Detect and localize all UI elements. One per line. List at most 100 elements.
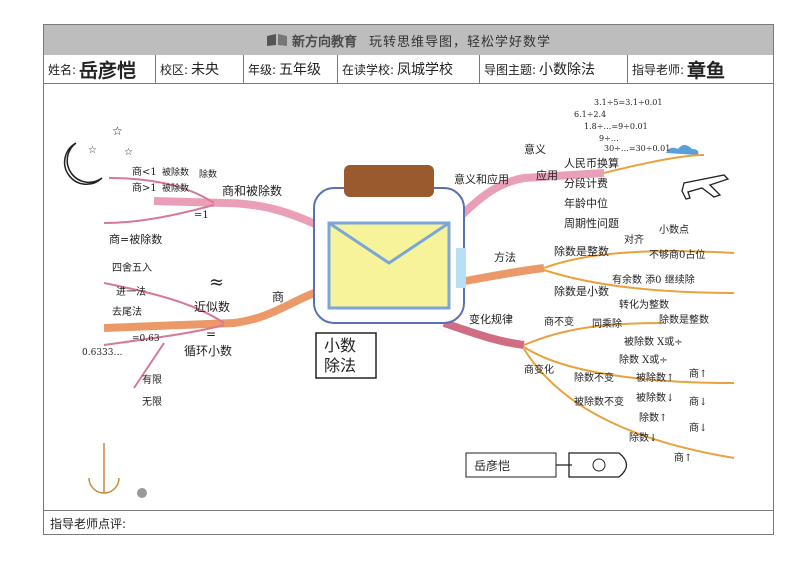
teacher-value: 章鱼 — [687, 59, 726, 82]
sub-branches-right — [523, 154, 735, 459]
brand-name: 新方向教育 — [291, 33, 357, 49]
teacher-comment-label: 指导老师点评: — [50, 517, 127, 531]
header-banner: 新方向教育 玩转思维导图，轻松学好数学 — [44, 25, 773, 55]
method-to-integer: 转化为整数 — [619, 298, 669, 311]
campus-label: 校区: — [160, 62, 189, 77]
topic-cell: 导图主题: 小数除法 — [480, 55, 628, 83]
sub-dividend-1: 被除数 — [162, 166, 189, 178]
school-value: 凤城学校 — [397, 62, 454, 78]
example-eq: =0.63 — [132, 334, 160, 344]
rule-quotient-down-1: 商↓ — [689, 395, 707, 408]
rule-quotient-up-1: 商↑ — [689, 367, 707, 380]
name-label: 姓名: — [48, 62, 77, 77]
method-integer-result: 除数是整数 — [659, 313, 709, 326]
branch-quotient-dividend: 商和被除数 — [222, 183, 282, 198]
compass-icon — [88, 443, 120, 494]
topic-value: 小数除法 — [539, 62, 596, 78]
brand-logo: 新方向教育 — [266, 31, 357, 50]
formula-3: 1.8÷…=9÷0.01 — [584, 122, 648, 131]
item-infinite: 无限 — [142, 396, 162, 408]
branch-meaning-application: 意义和应用 — [454, 172, 509, 186]
item-round: 四舍五入 — [112, 261, 152, 274]
sub-branches-left — [103, 177, 225, 389]
app-periodic: 周期性问题 — [564, 216, 619, 230]
star-icon: ☆ — [112, 124, 123, 138]
airplane-icon — [681, 174, 730, 200]
formula-1: 3.1÷5=3.1÷0.01 — [594, 98, 662, 107]
grade-label: 年级: — [248, 62, 277, 77]
method-zero-placeholder: 不够商0占位 — [649, 248, 705, 261]
method-integer-divisor: 除数是整数 — [554, 244, 609, 258]
branch-cyclic: 循环小数 — [184, 343, 232, 358]
rule-divisor-op: 除数 X或÷ — [619, 353, 668, 366]
app-age: 年龄中位 — [564, 196, 608, 210]
rule-dividend-up: 被除数↑ — [636, 371, 674, 384]
formula-2: 6.1÷2.4 — [574, 110, 606, 119]
rule-same-op: 同乘除 — [592, 317, 622, 330]
formula-4: 9÷… — [599, 134, 619, 143]
school-label: 在读学校: — [342, 62, 395, 77]
rule-divisor-same: 除数不变 — [574, 371, 614, 384]
formula-5: 30÷…=30÷0.01 — [604, 144, 670, 153]
rule-dividend-down: 被除数↓ — [636, 391, 674, 404]
header-slogan: 玩转思维导图，轻松学好数学 — [369, 34, 552, 50]
center-topic-box — [315, 332, 377, 379]
branch-approx-num: 近似数 — [194, 299, 230, 314]
rule-quotient-change: 商变化 — [524, 363, 554, 376]
rule-dividend-same: 被除数不变 — [574, 395, 624, 408]
school-cell: 在读学校: 凤城学校 — [338, 55, 480, 83]
rocket-icon — [556, 452, 628, 478]
branch-ribbon-left-top — [153, 197, 336, 237]
ball-icon — [137, 488, 147, 498]
rocket-window-icon — [592, 458, 606, 472]
book-icon — [266, 34, 287, 46]
rule-dividend-op: 被除数 X或÷ — [624, 335, 683, 348]
eq-sign: = — [206, 327, 216, 341]
rule-divisor-up: 除数↑ — [639, 411, 667, 424]
footer-comment-row: 指导老师点评: — [44, 510, 773, 536]
branch-ribbon-right-mid — [453, 264, 545, 287]
mind-map-canvas: ☆ ☆ ☆ — [63, 98, 735, 498]
grade-value: 五年级 — [279, 62, 322, 78]
campus-cell: 校区: 未央 — [156, 55, 244, 83]
example-repeating: 0.6333… — [82, 348, 123, 358]
grade-cell: 年级: 五年级 — [244, 55, 338, 83]
campus-value: 未央 — [191, 62, 220, 78]
branch-quotient: 商 — [272, 289, 284, 304]
approx-sign: ≈ — [209, 272, 224, 293]
item-floor: 去尾法 — [112, 305, 142, 318]
rule-quotient-down-2: 商↓ — [689, 421, 707, 434]
teacher-cell: 指导老师: 章鱼 — [628, 55, 773, 83]
item-ceil: 进一法 — [116, 285, 146, 298]
method-align: 对齐 — [624, 233, 644, 246]
rule-quotient-same: 商不变 — [544, 315, 574, 328]
teacher-label: 指导老师: — [632, 62, 685, 77]
mind-map: ☆ ☆ ☆ — [44, 83, 773, 510]
sub-divisor: 除数 — [199, 168, 217, 180]
app-tiered: 分段计费 — [564, 176, 608, 190]
rule-divisor-down: 除数↓ — [629, 431, 657, 444]
item-finite: 有限 — [142, 373, 162, 386]
cloud-icon — [666, 145, 699, 155]
method-decimal-point: 小数点 — [659, 223, 689, 236]
sub-dividend-2: 被除数 — [162, 182, 189, 194]
method-decimal-divisor: 除数是小数 — [554, 284, 609, 298]
name-cell: 姓名: 岳彦恺 — [44, 55, 156, 83]
info-row: 姓名: 岳彦恺 校区: 未央 年级: 五年级 在读学校: 凤城学校 导图主题: … — [44, 55, 773, 84]
worksheet: 新方向教育 玩转思维导图，轻松学好数学 姓名: 岳彦恺 校区: 未央 年级: 五… — [43, 24, 774, 535]
app-currency: 人民币换算 — [564, 156, 619, 170]
rule-quotient-up-2: 商↑ — [674, 451, 692, 464]
name-value: 岳彦恺 — [79, 59, 137, 82]
sub-meaning: 意义 — [524, 142, 546, 156]
backpack-illustration — [313, 165, 466, 324]
branch-method: 方法 — [494, 250, 516, 264]
star-icon: ☆ — [88, 145, 97, 156]
sub-application: 应用 — [536, 168, 558, 182]
branch-change-rule: 变化规律 — [469, 312, 513, 326]
star-icon: ☆ — [124, 147, 133, 158]
center-title-line2: 除法 — [324, 356, 356, 375]
item-q-greater-1: 商>1 — [132, 181, 157, 194]
item-q-less-1: 商<1 — [132, 165, 157, 178]
item-q-eq-dividend: 商=被除数 — [109, 232, 162, 246]
item-eq-1: =1 — [194, 210, 209, 221]
